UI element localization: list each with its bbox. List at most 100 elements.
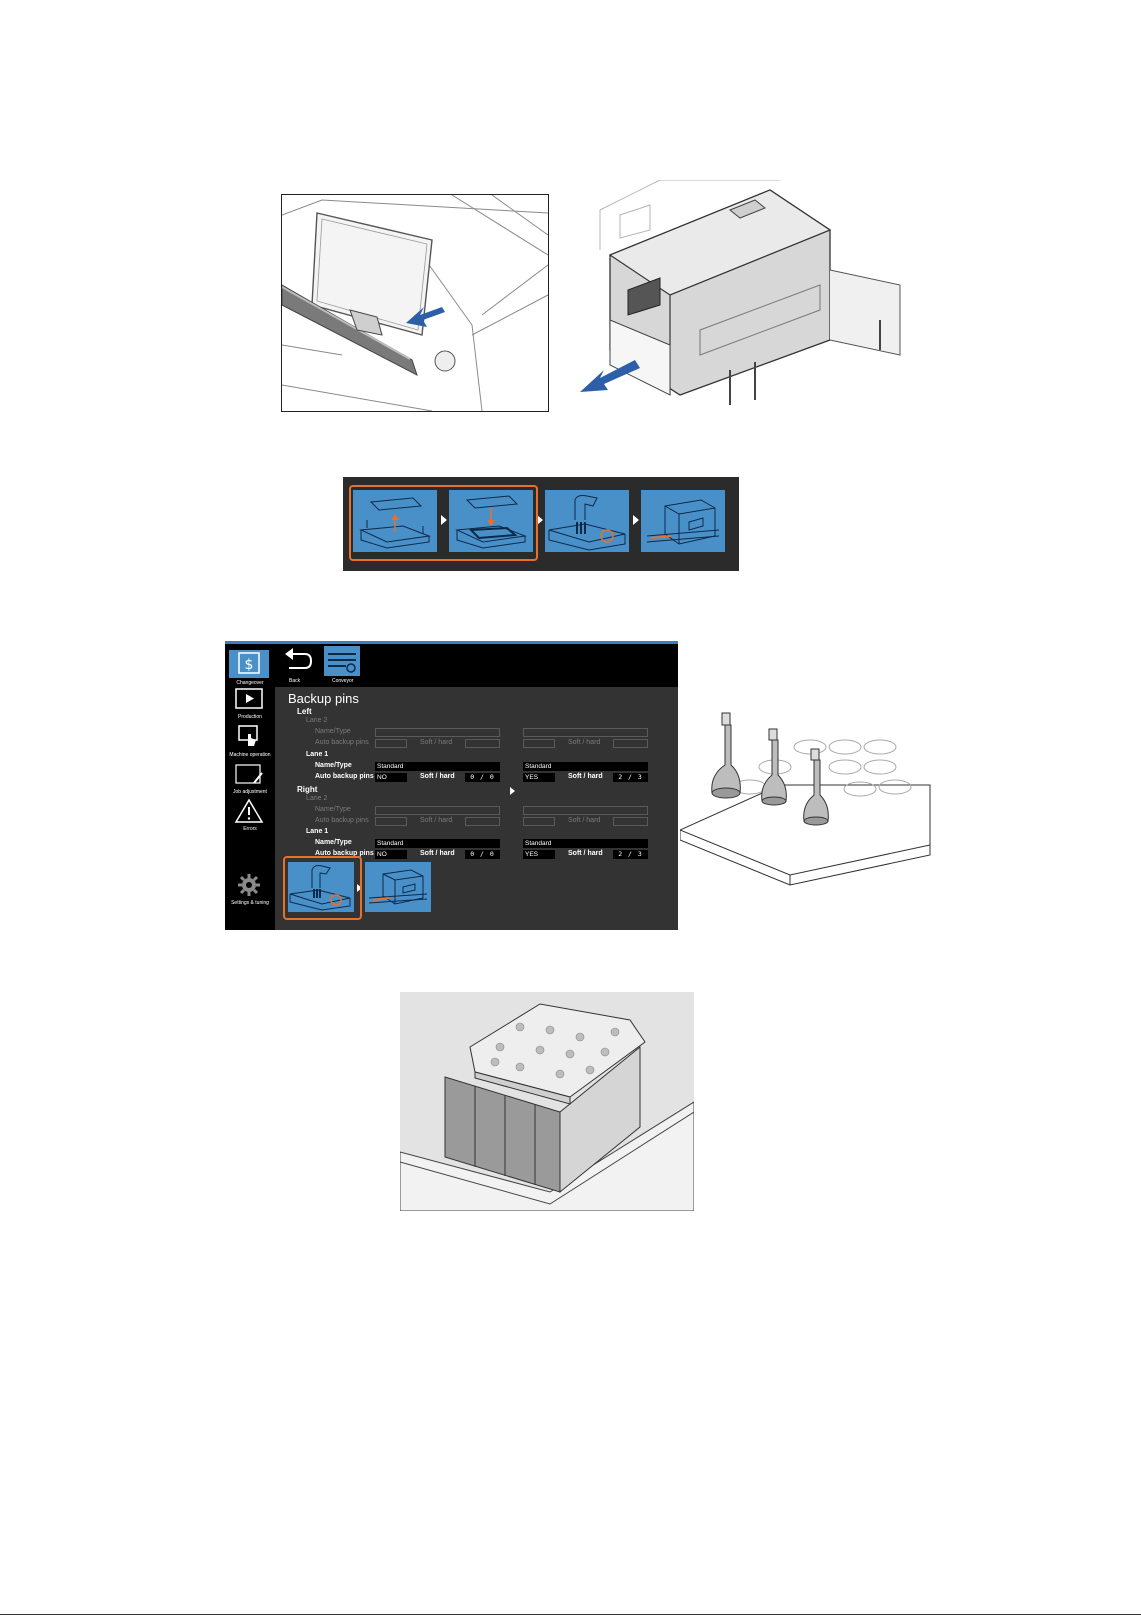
step-tile-lift-plate[interactable] bbox=[353, 490, 437, 552]
step-arrow bbox=[357, 884, 362, 892]
sidebar-item-machine-operation[interactable]: Machine operation bbox=[225, 724, 275, 760]
right-lane1-soft-hard-label-2: Soft / hard bbox=[568, 850, 603, 857]
left-lane1-soft-hard-label-1: Soft / hard bbox=[420, 773, 455, 780]
left-lane1-auto-field-2[interactable]: YES bbox=[523, 773, 555, 782]
sidebar-item-label: Job adjustment bbox=[233, 789, 267, 795]
sidebar-item-job-adjustment[interactable]: Job adjustment bbox=[225, 761, 275, 797]
left-lane1-name-field-1[interactable]: Standard bbox=[375, 762, 500, 771]
sidebar-item-label: Production bbox=[238, 714, 262, 720]
right-lane2-name-field-2[interactable] bbox=[523, 806, 648, 815]
panel-closeup-drawing bbox=[282, 195, 548, 411]
support-block-drawing bbox=[400, 1003, 694, 1211]
step-arrow bbox=[537, 515, 543, 525]
backup-pins-screen: $ Changeover Production Machine operatio… bbox=[225, 641, 678, 930]
sidebar-item-production[interactable]: Production bbox=[225, 686, 275, 722]
edit-icon bbox=[234, 761, 264, 787]
step-tile-conveyor[interactable] bbox=[641, 490, 725, 552]
machine-drawing bbox=[580, 179, 901, 405]
conveyor-icon bbox=[324, 646, 360, 676]
panel-closeup-illustration bbox=[281, 194, 549, 412]
sidebar-item-settings-tuning[interactable]: Settings & tuning bbox=[225, 872, 275, 908]
bottom-step-backup-pins[interactable] bbox=[288, 862, 354, 912]
left-lane2-auto-label: Auto backup pins bbox=[315, 739, 369, 746]
right-lane2-soft-hard-label-1: Soft / hard bbox=[420, 817, 453, 824]
right-lane2-soft-hard-label-2: Soft / hard bbox=[568, 817, 601, 824]
left-lane1-auto-field-1[interactable]: NO bbox=[375, 773, 407, 782]
left-lane1-soft-hard-label-2: Soft / hard bbox=[568, 773, 603, 780]
right-lane2-soft-hard-field-2[interactable] bbox=[613, 817, 648, 826]
changeover-step-strip bbox=[343, 477, 739, 571]
play-icon bbox=[234, 686, 264, 712]
right-lane1-name-field-2[interactable]: Standard bbox=[523, 839, 648, 848]
right-lane1-soft-hard-label-1: Soft / hard bbox=[420, 850, 455, 857]
right-lane2-auto-label: Auto backup pins bbox=[315, 817, 369, 824]
right-lane1-auto-label: Auto backup pins bbox=[315, 850, 374, 857]
right-lane2-soft-hard-field-1[interactable] bbox=[465, 817, 500, 826]
left-lane1-soft-hard-field-1[interactable]: 0 / 0 bbox=[465, 773, 500, 782]
right-lane1-soft-hard-field-1[interactable]: 0 / 0 bbox=[465, 850, 500, 859]
left-lane1-name-field-2[interactable]: Standard bbox=[523, 762, 648, 771]
left-lane2-auto-field-2[interactable] bbox=[523, 739, 555, 748]
machine-conveyor-icon bbox=[368, 869, 428, 905]
back-button[interactable]: Back bbox=[281, 646, 313, 686]
right-lane1-auto-field-1[interactable]: NO bbox=[375, 850, 407, 859]
right-lane1-heading: Lane 1 bbox=[306, 828, 329, 835]
warning-icon bbox=[234, 798, 264, 824]
left-lane1-heading: Lane 1 bbox=[306, 751, 329, 758]
left-lane2-name-field-2[interactable] bbox=[523, 728, 648, 737]
right-lane2-name-field-1[interactable] bbox=[375, 806, 500, 815]
support-plate-place-icon bbox=[455, 495, 527, 549]
step-highlight-frame bbox=[349, 485, 538, 561]
left-lane1-auto-label: Auto backup pins bbox=[315, 773, 374, 780]
right-lane2-auto-field-2[interactable] bbox=[523, 817, 555, 826]
left-heading: Left bbox=[297, 707, 312, 716]
left-lane2-soft-hard-label-1: Soft / hard bbox=[420, 739, 453, 746]
step-tile-place-plate[interactable] bbox=[449, 490, 533, 552]
support-plate-lift-icon bbox=[359, 497, 431, 549]
left-lane2-soft-hard-field-1[interactable] bbox=[465, 739, 500, 748]
sidebar-item-label: Changeover bbox=[236, 680, 264, 686]
backup-pin-nozzle-icon bbox=[289, 865, 351, 911]
support-block-illustration bbox=[400, 992, 694, 1211]
back-arrow-icon bbox=[285, 648, 313, 669]
left-lane1-soft-hard-field-2[interactable]: 2 / 3 bbox=[613, 773, 648, 782]
left-lane1-name-label: Name/Type bbox=[315, 762, 352, 769]
bottom-step-highlight-frame bbox=[283, 856, 362, 920]
touch-icon bbox=[234, 724, 264, 750]
right-lane1-name-field-1[interactable]: Standard bbox=[375, 839, 500, 848]
expand-arrow-icon[interactable] bbox=[510, 787, 515, 795]
right-lane2-heading: Lane 2 bbox=[306, 795, 328, 802]
sidebar-item-errors[interactable]: Errors bbox=[225, 798, 275, 834]
left-lane2-soft-hard-label-2: Soft / hard bbox=[568, 739, 601, 746]
machine-illustration bbox=[580, 179, 910, 420]
backup-pin-nozzle-icon bbox=[548, 495, 626, 551]
changeover-icon: $ bbox=[229, 650, 269, 678]
right-lane2-name-label: Name/Type bbox=[315, 806, 351, 813]
step-arrow bbox=[633, 515, 639, 525]
conveyor-label: Conveyor bbox=[332, 678, 354, 684]
page-title: Backup pins bbox=[288, 691, 359, 706]
right-heading: Right bbox=[297, 785, 318, 794]
left-lane2-name-field-1[interactable] bbox=[375, 728, 500, 737]
backup-pins-drawing bbox=[679, 712, 931, 886]
conveyor-button[interactable]: Conveyor bbox=[322, 646, 362, 686]
step-tile-backup-pins[interactable] bbox=[545, 490, 629, 552]
svg-text:$: $ bbox=[245, 657, 254, 673]
left-lane2-heading: Lane 2 bbox=[306, 717, 328, 724]
sidebar-item-label: Machine operation bbox=[229, 752, 271, 758]
screen-toolbar bbox=[225, 644, 678, 687]
left-lane2-name-label: Name/Type bbox=[315, 728, 351, 735]
right-lane1-soft-hard-field-2[interactable]: 2 / 3 bbox=[613, 850, 648, 859]
page-footer-rule bbox=[0, 1614, 1141, 1615]
sidebar-item-changeover[interactable]: $ Changeover bbox=[225, 648, 275, 686]
left-lane2-soft-hard-field-2[interactable] bbox=[613, 739, 648, 748]
right-lane2-auto-field-1[interactable] bbox=[375, 817, 407, 826]
back-label: Back bbox=[289, 678, 301, 684]
left-lane2-auto-field-1[interactable] bbox=[375, 739, 407, 748]
bottom-step-conveyor[interactable] bbox=[365, 862, 431, 912]
right-lane1-auto-field-2[interactable]: YES bbox=[523, 850, 555, 859]
backup-pins-illustration bbox=[679, 705, 942, 910]
gear-icon bbox=[234, 872, 264, 898]
right-lane1-name-label: Name/Type bbox=[315, 839, 352, 846]
sidebar-item-label: Errors bbox=[243, 826, 257, 832]
